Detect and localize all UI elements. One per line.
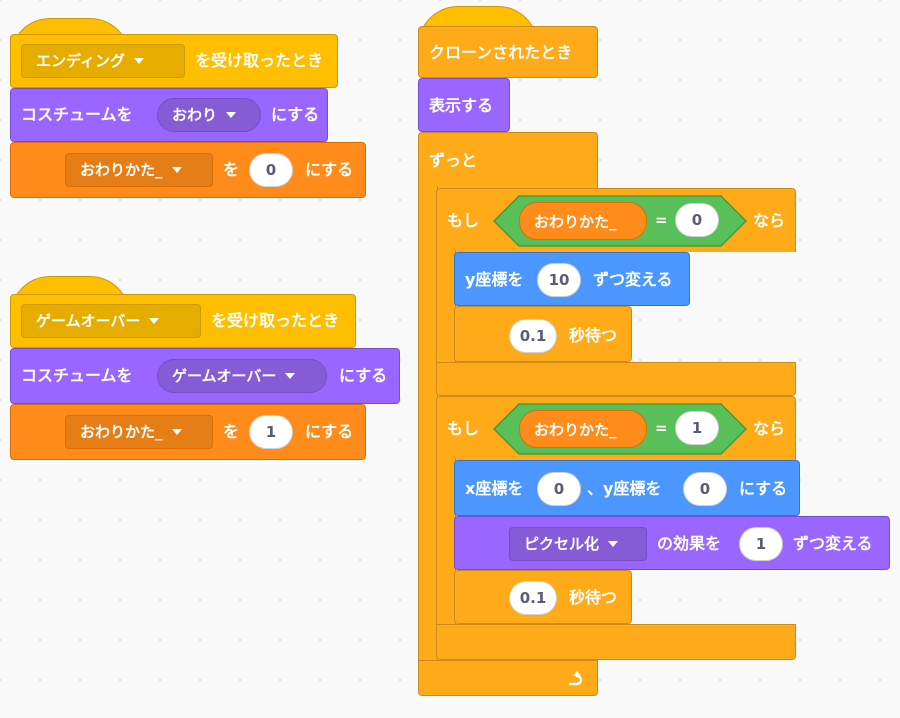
chevron-down-icon [149,318,160,324]
set-suffix-label: にする [305,422,354,441]
forever-block[interactable]: ずっと [418,132,598,188]
show-label: 表示する [429,96,494,115]
if-block-2[interactable]: もし おわりかた_ = 1 なら [436,396,796,460]
change-y-block[interactable]: y座標を 10 ずつ変える [454,252,690,306]
set-variable-block[interactable]: おわりかた_ を 0 にする [10,142,366,198]
equals-sign: = [655,419,668,437]
chevron-down-icon [608,541,619,547]
change-effect-block[interactable]: ピクセル化 の効果を 1 ずつ変える [454,516,890,570]
effect-suffix-label: ずつ変える [793,534,873,553]
wait-suffix: 秒待つ [569,588,618,607]
broadcast-dropdown[interactable]: ゲームオーバー [21,304,201,338]
if-block-1[interactable]: もし おわりかた_ = 0 なら [436,188,796,252]
wait-block-2[interactable]: 0.1 秒待つ [454,570,632,624]
loop-arrow-icon [568,671,583,686]
switch-costume-block[interactable]: コスチュームを ゲームオーバー にする [10,348,400,404]
chevron-down-icon [226,112,237,118]
set-variable-block[interactable]: おわりかた_ を 1 にする [10,404,366,460]
costume-name: ゲームオーバー [172,367,277,385]
broadcast-name: ゲームオーバー [36,312,141,330]
set-value-input[interactable]: 1 [249,415,293,449]
variable-dropdown[interactable]: おわりかた_ [65,153,213,187]
variable-dropdown[interactable]: おわりかた_ [65,415,213,449]
effect-mid-label: の効果を [657,534,722,553]
set-value-input[interactable]: 0 [249,153,293,187]
costume-suffix-label: にする [271,105,320,124]
variable-reporter[interactable]: おわりかた_ [519,202,647,240]
clone-hat-label: クローンされたとき [429,43,573,62]
costume-dropdown[interactable]: ゲームオーバー [157,359,327,393]
when-broadcast-received-block[interactable]: エンディング を受け取ったとき [10,34,338,88]
wait-block-1[interactable]: 0.1 秒待つ [454,306,632,362]
if1-arm [436,250,456,364]
chevron-down-icon [285,373,296,379]
broadcast-name: エンディング [36,52,125,70]
chevron-down-icon [171,167,182,173]
equals-sign: = [655,211,668,229]
then-label: なら [753,211,786,230]
forever-arm [418,186,438,662]
set-suffix-label: にする [305,160,354,179]
wait-input[interactable]: 0.1 [509,581,557,615]
goto-suffix: にする [739,479,788,498]
forever-label: ずっと [429,151,478,170]
hat-suffix-label: を受け取ったとき [211,311,340,330]
change-y-input[interactable]: 10 [537,263,581,297]
if-label: もし [447,419,480,438]
goto-y-input[interactable]: 0 [683,472,727,506]
if1-bottom[interactable] [436,362,796,396]
costume-name: おわり [172,106,218,124]
effect-name: ピクセル化 [524,535,600,553]
chevron-down-icon [171,429,182,435]
when-clone-start-block[interactable]: クローンされたとき [418,26,598,78]
show-block[interactable]: 表示する [418,78,510,132]
variable-name: おわりかた_ [534,420,617,439]
costume-prefix-label: コスチュームを [21,366,133,385]
goto-x-prefix: x座標を [465,479,524,498]
compare-value-input[interactable]: 0 [675,203,719,237]
change-y-suffix: ずつ変える [593,270,673,289]
broadcast-dropdown[interactable]: エンディング [21,44,185,78]
when-broadcast-received-block[interactable]: ゲームオーバー を受け取ったとき [10,294,356,348]
then-label: なら [753,419,786,438]
goto-x-input[interactable]: 0 [537,472,581,506]
switch-costume-block[interactable]: コスチュームを おわり にする [10,88,328,142]
variable-name: おわりかた_ [534,212,617,231]
hat-suffix-label: を受け取ったとき [195,51,324,70]
compare-value-input[interactable]: 1 [675,411,719,445]
if2-bottom[interactable] [436,624,796,660]
variable-reporter[interactable]: おわりかた_ [519,410,647,448]
if-label: もし [447,211,480,230]
goto-xy-block[interactable]: x座標を 0 、y座標を 0 にする [454,460,800,516]
goto-y-prefix: 、y座標を [587,479,662,498]
wait-suffix: 秒待つ [569,326,618,345]
if2-arm [436,458,456,626]
costume-prefix-label: コスチュームを [21,105,133,124]
forever-bottom[interactable] [418,660,598,696]
variable-name: おわりかた_ [80,161,163,179]
set-mid-label: を [223,160,240,179]
costume-suffix-label: にする [339,366,388,385]
effect-value-input[interactable]: 1 [739,527,783,561]
chevron-down-icon [133,58,144,64]
change-y-prefix: y座標を [465,270,524,289]
costume-dropdown[interactable]: おわり [157,98,261,132]
set-mid-label: を [223,422,240,441]
wait-input[interactable]: 0.1 [509,319,557,353]
effect-dropdown[interactable]: ピクセル化 [509,527,647,561]
variable-name: おわりかた_ [80,423,163,441]
